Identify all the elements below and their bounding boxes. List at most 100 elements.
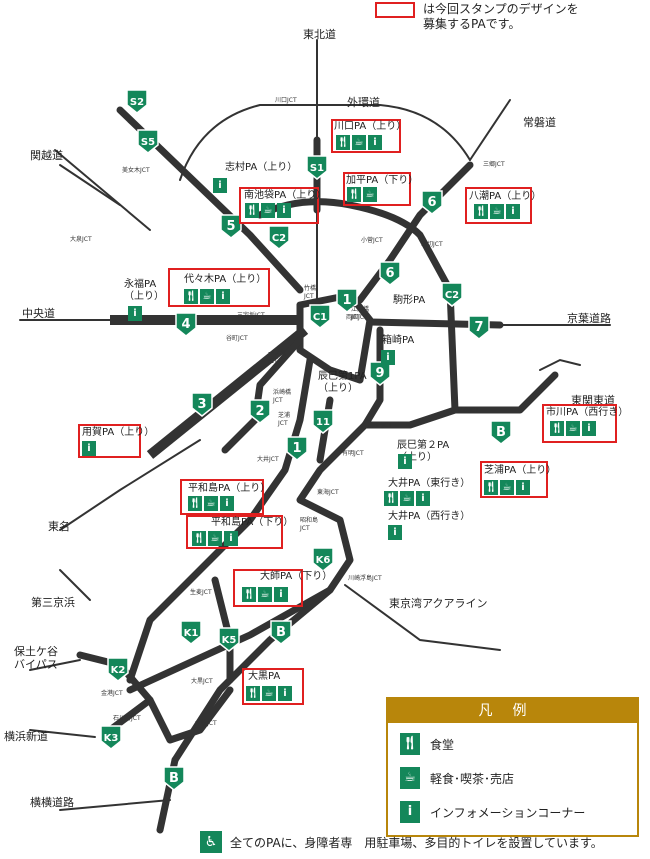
route-shield-label: 2 bbox=[255, 404, 264, 419]
cup-icon: ☕︎ bbox=[200, 289, 214, 304]
legend-row-restaurant: 🍴︎ 食堂 bbox=[400, 733, 454, 755]
route-shield-b: B bbox=[163, 766, 185, 791]
fork-knife-icon: 🍴︎ bbox=[188, 496, 202, 511]
jct-showajima: 昭和島 JCT bbox=[300, 517, 319, 532]
info-icon: i bbox=[128, 306, 142, 321]
route-shield-label: C1 bbox=[313, 312, 327, 323]
route-shield-label: C2 bbox=[445, 290, 459, 301]
pa-name: 川口PA（上り） bbox=[334, 121, 407, 132]
route-shield-label: 1 bbox=[342, 293, 351, 308]
route-shield-label: C2 bbox=[272, 233, 286, 244]
cup-icon: ☕︎ bbox=[352, 135, 366, 150]
pa-facility-icons: 🍴︎☕︎i bbox=[484, 480, 530, 495]
jct-misato: 三郷JCT bbox=[483, 161, 505, 168]
label-tohoku: 東北道 bbox=[303, 28, 336, 41]
pa-highlight-box bbox=[180, 479, 264, 515]
header-note-line1: は今回スタンプのデザインを bbox=[423, 2, 579, 16]
label-chuo: 中央道 bbox=[22, 307, 55, 320]
pa-facility-icons: i bbox=[398, 454, 412, 469]
cup-icon: ☕︎ bbox=[400, 491, 414, 506]
pa-facility-icons: 🍴︎☕︎i bbox=[384, 491, 430, 506]
pa-name: 大井PA（西行き） bbox=[388, 511, 471, 522]
route-shield-k3: K3 bbox=[100, 725, 122, 750]
route-shield-3: 3 bbox=[191, 392, 213, 417]
fork-knife-icon: 🍴︎ bbox=[474, 204, 488, 219]
pa-name: 駒形PA bbox=[393, 295, 426, 306]
route-shield-label: B bbox=[276, 625, 286, 640]
cup-icon: ☕︎ bbox=[262, 686, 276, 701]
fork-knife-icon: 🍴︎ bbox=[400, 733, 420, 755]
pa-facility-icons: 🍴︎☕︎i bbox=[474, 204, 520, 219]
jct-tatsumi: 辰巳JCT bbox=[370, 422, 392, 429]
info-icon: i bbox=[213, 178, 227, 193]
jct-tokai: 東海JCT bbox=[317, 489, 339, 496]
route-shield-label: K1 bbox=[184, 628, 199, 639]
jct-ariake: 有明JCT bbox=[342, 450, 364, 457]
route-shield-k2: K2 bbox=[107, 657, 129, 682]
route-shield-k1: K1 bbox=[180, 620, 202, 645]
jct-kawasaki-ukishima: 川崎浮島JCT bbox=[348, 575, 382, 582]
label-kanetsu: 関越道 bbox=[30, 149, 63, 162]
jct-kawaguchi: 川口JCT bbox=[275, 97, 297, 104]
info-icon: i bbox=[82, 441, 96, 456]
jct-takebashi: 竹橋 JCT bbox=[304, 285, 317, 300]
jct-kosuge: 小菅JCT bbox=[361, 237, 383, 244]
label-gaikan: 外環道 bbox=[347, 96, 380, 109]
route-shield-label: 11 bbox=[316, 417, 330, 428]
info-icon: i bbox=[582, 421, 596, 436]
label-yokohama-shindo: 横浜新道 bbox=[4, 730, 48, 743]
pa-name: 平和島PA（下り） bbox=[211, 517, 294, 528]
pa-facility-icons: 🍴︎☕︎i bbox=[184, 289, 230, 304]
route-shield-6: 6 bbox=[421, 190, 443, 215]
pa-facility-icons: 🍴︎☕︎i bbox=[550, 421, 596, 436]
jct-kasai: 葛西JCT bbox=[457, 407, 479, 414]
route-shield-1: 1 bbox=[286, 436, 308, 461]
pa-highlight-box bbox=[465, 187, 532, 224]
pa-highlight-box bbox=[343, 172, 411, 206]
info-icon: i bbox=[368, 135, 382, 150]
jct-hamazakibashi: 浜崎橋 JCT bbox=[273, 389, 292, 404]
route-shield-4: 4 bbox=[175, 312, 197, 337]
pa-name: 永福PA （上り） bbox=[124, 279, 164, 302]
route-shield-label: K3 bbox=[104, 733, 119, 744]
label-daisan-keihin: 第三京浜 bbox=[31, 596, 75, 609]
jct-ichinohashi: 一ノ橋 JCT bbox=[268, 350, 287, 365]
pa-name: 平和島PA（上り） bbox=[188, 483, 271, 494]
info-icon: i bbox=[381, 350, 395, 365]
pa-name: 志村PA（上り） bbox=[225, 162, 298, 173]
pa-highlight-box bbox=[542, 404, 617, 443]
route-shield-label: 3 bbox=[197, 397, 206, 412]
highlight-sample-box bbox=[375, 2, 415, 18]
info-icon: i bbox=[278, 686, 292, 701]
pa-name: 代々木PA（上り） bbox=[184, 274, 267, 285]
fork-knife-icon: 🍴︎ bbox=[384, 491, 398, 506]
route-shield-6: 6 bbox=[379, 261, 401, 286]
route-shield-s1: S1 bbox=[306, 155, 328, 180]
label-hodogaya: 保土ケ谷 バイパス bbox=[14, 645, 58, 671]
route-shield-k5: K5 bbox=[218, 627, 240, 652]
fork-knife-icon: 🍴︎ bbox=[336, 135, 350, 150]
info-icon: i bbox=[398, 454, 412, 469]
jct-edobashi: 江戸橋 JCT bbox=[351, 306, 370, 321]
cup-icon: ☕︎ bbox=[261, 203, 275, 218]
jct-bijogi: 美女木JCT bbox=[122, 167, 150, 174]
fork-knife-icon: 🍴︎ bbox=[192, 531, 206, 546]
jct-oi: 大井JCT bbox=[257, 456, 279, 463]
pa-name: 辰巳第1PA （上り） bbox=[318, 371, 367, 394]
legend: 凡例 🍴︎ 食堂 ☕︎ 軽食･喫茶･売店 i インフォメーションコーナー bbox=[386, 697, 639, 837]
jct-miyakezaka: 三宅坂JCT bbox=[237, 312, 265, 319]
route-shield-label: S1 bbox=[310, 163, 324, 174]
legend-title: 凡例 bbox=[388, 699, 637, 723]
pa-facility-icons: 🍴︎☕︎i bbox=[245, 203, 291, 218]
pa-name: 八潮PA（上り） bbox=[469, 191, 542, 202]
legend-row-info: i インフォメーションコーナー bbox=[400, 801, 585, 823]
pa-facility-icons: i bbox=[82, 441, 96, 456]
pa-highlight-box bbox=[168, 268, 270, 307]
pa-highlight-box bbox=[239, 187, 319, 224]
fork-knife-icon: 🍴︎ bbox=[184, 289, 198, 304]
route-shield-label: 7 bbox=[474, 320, 483, 335]
legend-restaurant-label: 食堂 bbox=[430, 737, 455, 752]
pa-facility-icons: 🍴︎☕︎i bbox=[192, 531, 238, 546]
